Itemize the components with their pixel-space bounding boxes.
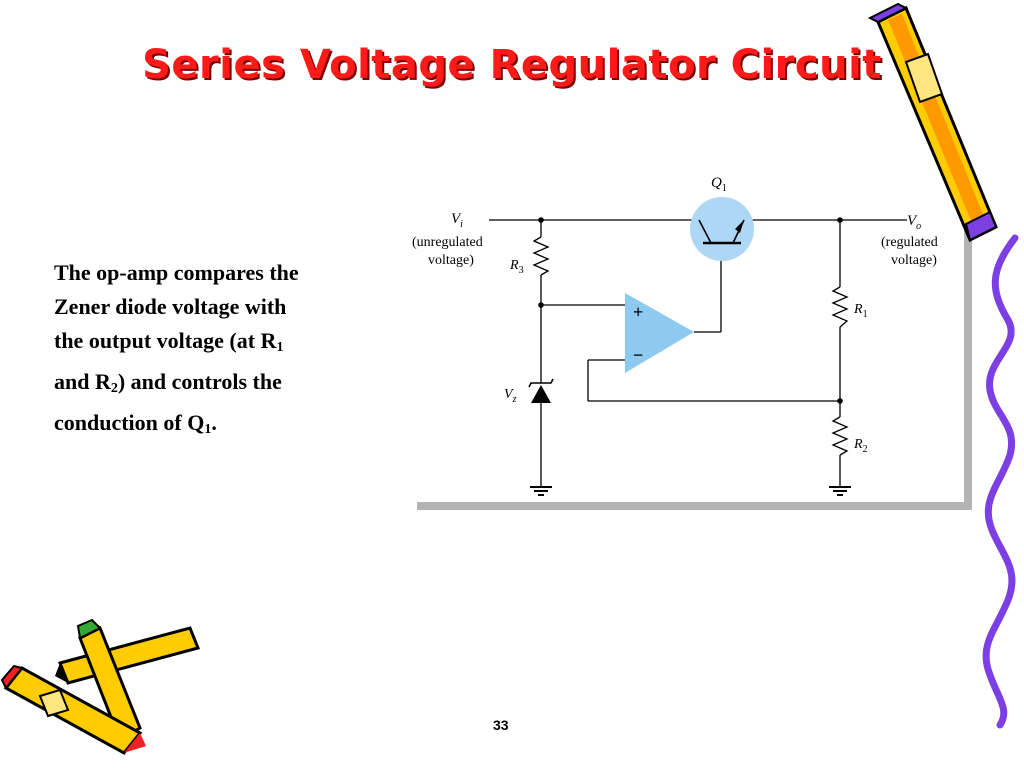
r2-resistor	[831, 416, 849, 456]
pencil-top-right-icon	[867, 2, 998, 242]
squiggle-right-edge-icon	[982, 234, 1019, 729]
junction-dot	[837, 398, 843, 404]
description-line-5: conduction of Q1.	[54, 410, 217, 437]
description-text: The op-amp compares the Zener diode volt…	[54, 256, 384, 447]
junction-dot	[837, 217, 843, 223]
ground-right	[829, 486, 851, 496]
slide-title: Series Voltage Regulator Circuit	[142, 42, 882, 88]
vi-desc-1: (unregulated	[412, 235, 483, 250]
description-line-1: The op-amp compares the	[54, 260, 299, 285]
junction-dot	[538, 217, 544, 223]
opamp-minus: −	[633, 345, 643, 365]
op-amp	[625, 293, 694, 373]
ground-left	[530, 486, 552, 496]
r3-label: R3	[509, 258, 524, 276]
opamp-plus: +	[633, 302, 643, 322]
pencils-bottom-left-icon	[0, 618, 201, 755]
zener-diode	[531, 385, 551, 403]
transistor-highlight	[690, 197, 754, 261]
page-number: 33	[493, 717, 509, 733]
vo-desc-2: voltage)	[891, 253, 937, 268]
vi-desc-2: voltage)	[428, 253, 474, 268]
vo-label: Vo	[907, 213, 921, 232]
description-line-2: Zener diode voltage with	[54, 294, 287, 319]
zener-bar	[528, 378, 554, 388]
r1-resistor	[831, 286, 849, 328]
r2-label: R2	[853, 437, 868, 455]
junction-dot	[538, 302, 544, 308]
vz-label: Vz	[504, 387, 517, 405]
description-line-4: and R2) and controls the	[54, 369, 282, 396]
vi-label: Vi	[451, 211, 463, 230]
circuit-diagram: + − Q1 Vi (unregulated voltage) Vo (regu…	[407, 165, 972, 510]
q1-label: Q1	[711, 175, 727, 194]
r3-resistor	[532, 236, 550, 276]
emitter-arrow	[735, 220, 744, 233]
description-line-3: the output voltage (at R1	[54, 328, 284, 355]
vo-desc-1: (regulated	[881, 235, 938, 250]
r1-label: R1	[853, 302, 868, 320]
circuit-svg: + − Q1 Vi (unregulated voltage) Vo (regu…	[407, 165, 972, 510]
